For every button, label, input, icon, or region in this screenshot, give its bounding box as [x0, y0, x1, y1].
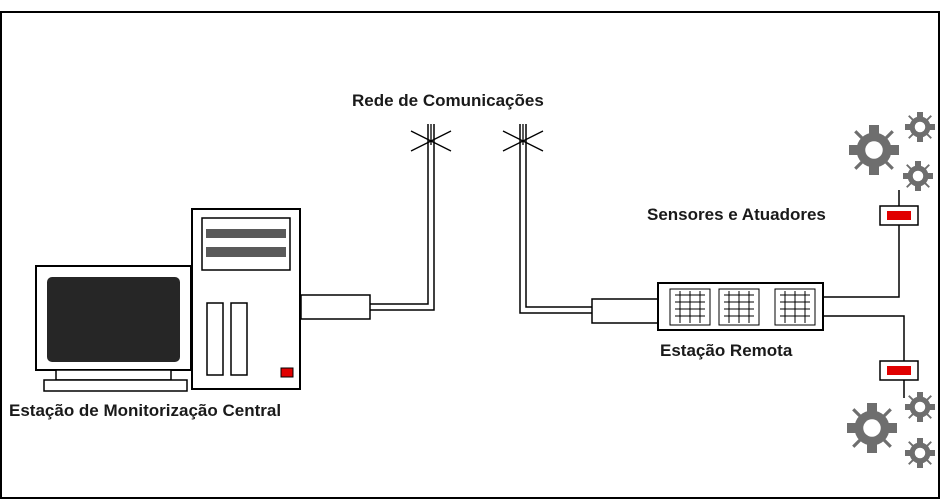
gear-cluster-top	[849, 112, 935, 191]
network-label: Rede de Comunicações	[352, 91, 544, 110]
gear-icon	[905, 112, 935, 142]
central-station	[35, 208, 301, 392]
gear-icon	[847, 403, 897, 453]
sensor-actuator-lower	[879, 360, 919, 381]
sensor-wiring	[823, 190, 905, 398]
gear-cluster-bottom	[847, 392, 935, 468]
right-antenna-icon	[502, 124, 544, 152]
right-communication-link	[519, 124, 659, 324]
central-station-label: Estação de Monitorização Central	[9, 401, 282, 420]
left-antenna-icon	[410, 124, 452, 152]
remote-station-icon	[657, 282, 824, 331]
diagram-frame	[0, 11, 940, 499]
sensor-actuator-upper	[879, 205, 919, 226]
sensors-actuators-label: Sensores e Atuadores	[647, 205, 826, 224]
gear-icon	[905, 392, 935, 422]
gear-icon	[905, 438, 935, 468]
gear-icon	[903, 161, 933, 191]
monitor-icon	[35, 265, 192, 392]
gear-icon	[849, 125, 899, 175]
computer-tower-icon	[191, 208, 301, 390]
left-communication-link	[300, 124, 435, 320]
remote-station-label: Estação Remota	[660, 341, 793, 360]
